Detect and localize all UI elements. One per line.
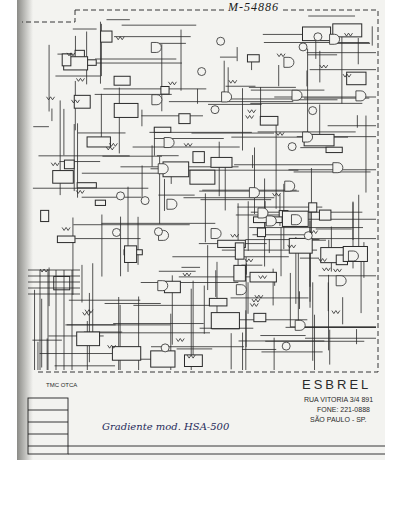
board-outline — [22, 10, 378, 372]
printed-label: SÃO PAULO - SP. — [308, 416, 369, 424]
scan-shadow — [17, 0, 33, 460]
printed-label: M-54886 — [226, 1, 281, 15]
printed-label: TMC OTCA — [44, 382, 79, 389]
title-block — [28, 398, 385, 454]
handwritten-note: Gradiente mod. HSA-500 — [100, 421, 231, 433]
printed-label: ESBREL — [300, 378, 373, 393]
printed-label: FONE: 221-0888 — [315, 406, 372, 414]
printed-label: RUA VITORIA 3/4 891 — [302, 396, 375, 404]
paper-scan — [17, 0, 385, 460]
circuit-wiring — [28, 16, 376, 370]
